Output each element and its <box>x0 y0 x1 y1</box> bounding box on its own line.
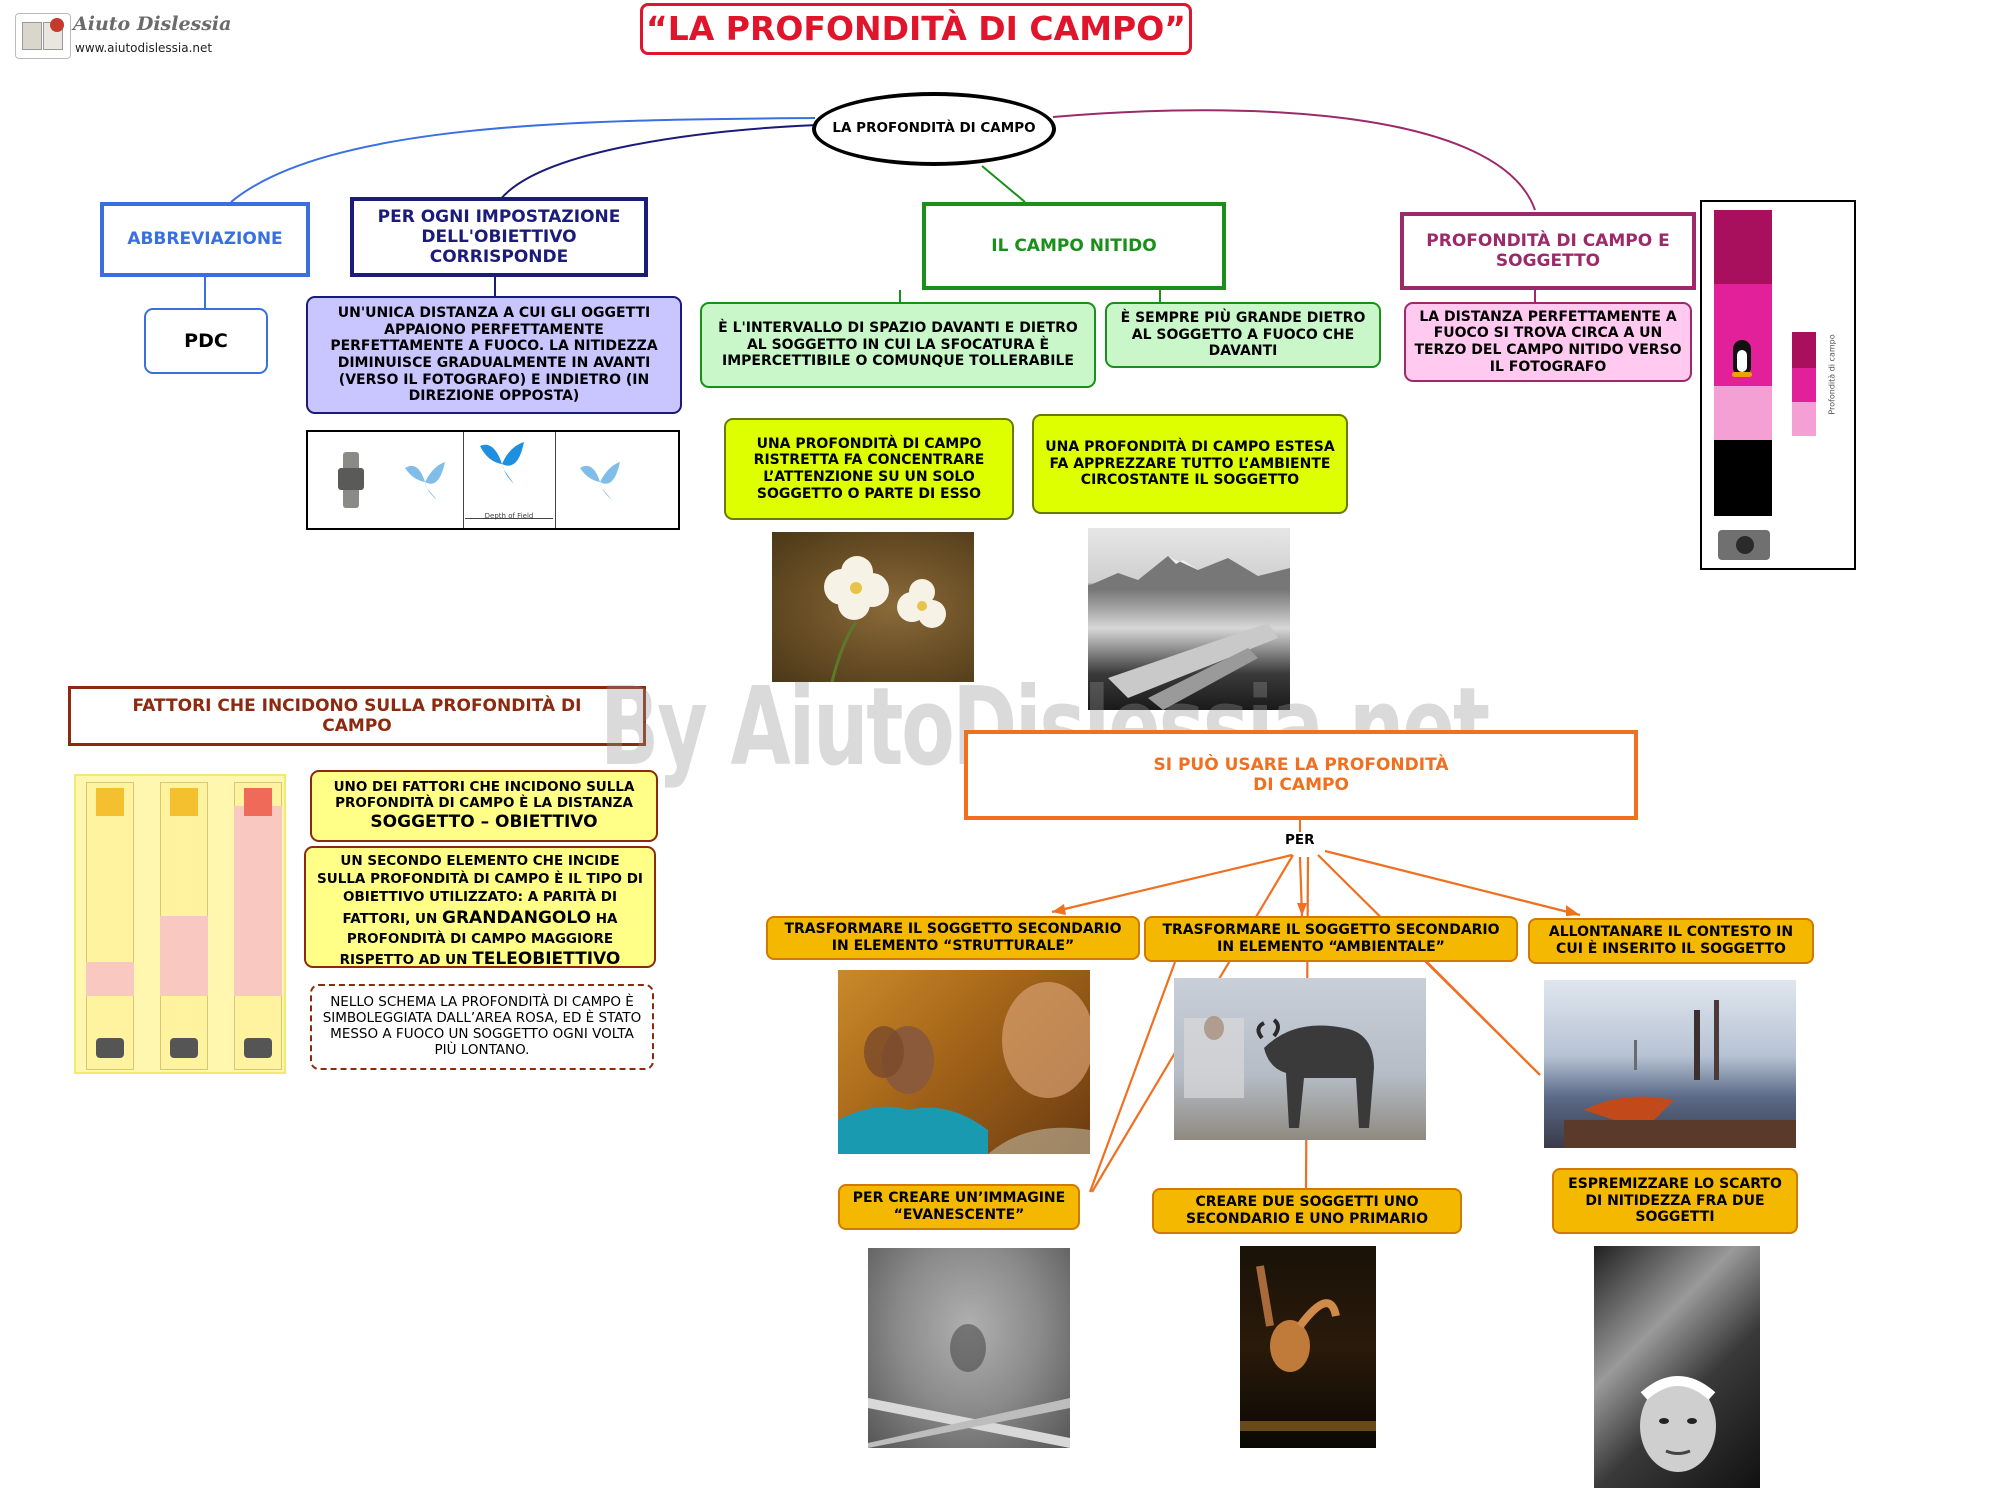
central-node[interactable]: LA PROFONDITÀ DI CAMPO <box>812 92 1056 166</box>
node-abbreviazione[interactable]: ABBREVIAZIONE <box>100 202 310 277</box>
penguin-icon <box>1730 340 1754 378</box>
node-pdc-estesa[interactable]: UNA PROFONDITÀ DI CAMPO ESTESA FA APPREZ… <box>1032 414 1348 514</box>
node-uso-ambientale[interactable]: TRASFORMARE IL SOGGETTO SECONDARIO IN EL… <box>1144 916 1518 962</box>
node-unica-distanza[interactable]: UN'UNICA DISTANZA A CUI GLI OGGETTI APPA… <box>306 296 682 414</box>
depth-of-field-diagram: Depth of Field <box>306 430 680 530</box>
node-fattore-obiettivo[interactable]: UN SECONDO ELEMENTO CHE INCIDE SULLA PRO… <box>304 846 656 969</box>
depth-bar-caption: Profondità di campo <box>1827 334 1837 415</box>
fattori-diagram <box>74 774 286 1074</box>
fattore-obiettivo-pre: UN SECONDO ELEMENTO CHE INCIDE SULLA PRO… <box>317 853 643 927</box>
logo-brand: Aiuto Dislessia <box>73 13 232 35</box>
node-uso-evanescente[interactable]: PER CREARE UN’IMMAGINE “EVANESCENTE” <box>838 1184 1080 1230</box>
node-uso-due-soggetti[interactable]: CREARE DUE SOGGETTI UNO SECONDARIO E UNO… <box>1152 1188 1462 1234</box>
photo-narcissus-flowers <box>772 532 974 682</box>
dof-caption: Depth of Field <box>484 512 534 520</box>
node-piu-grande-dietro[interactable]: È SEMPRE PIÙ GRANDE DIETRO AL SOGGETTO A… <box>1105 302 1381 368</box>
node-impostazione[interactable]: PER OGNI IMPOSTAZIONE DELL'OBIETTIVO COR… <box>350 197 648 277</box>
node-pdc-soggetto[interactable]: PROFONDITÀ DI CAMPO E SOGGETTO <box>1400 212 1696 290</box>
node-pdc-ristretta[interactable]: UNA PROFONDITÀ DI CAMPO RISTRETTA FA CON… <box>724 418 1014 520</box>
fattore-distanza-emph: SOGGETTO – OBIETTIVO <box>370 811 598 832</box>
node-uso-strutturale[interactable]: TRASFORMARE IL SOGGETTO SECONDARIO IN EL… <box>766 916 1140 960</box>
fattore-distanza-text: UNO DEI FATTORI CHE INCIDONO SULLA PROFO… <box>333 779 635 811</box>
fattore-obiettivo-teleobiettivo: TELEOBIETTIVO <box>472 948 621 969</box>
logo-url[interactable]: www.aiutodislessia.net <box>75 41 213 55</box>
node-pdc[interactable]: PDC <box>144 308 268 374</box>
node-si-puo-usare[interactable]: SI PUÒ USARE LA PROFONDITÀ DI CAMPO <box>964 730 1638 820</box>
photo-lake-boat <box>1544 980 1796 1148</box>
node-campo-nitido[interactable]: IL CAMPO NITIDO <box>922 202 1226 290</box>
node-fattore-distanza[interactable]: UNO DEI FATTORI CHE INCIDONO SULLA PROFO… <box>310 770 658 842</box>
site-logo: Aiuto Dislessia www.aiutodislessia.net <box>15 13 231 59</box>
node-terzo-campo[interactable]: LA DISTANZA PERFETTAMENTE A FUOCO SI TRO… <box>1404 302 1692 382</box>
node-nota-schema[interactable]: NELLO SCHEMA LA PROFONDITÀ DI CAMPO È SI… <box>310 984 654 1070</box>
fattore-obiettivo-mid: HA PROFONDITÀ DI CAMPO MAGGIORE RISPETTO… <box>339 910 618 968</box>
connector-per: PER <box>1285 832 1315 848</box>
node-intervallo-spazio[interactable]: È L'INTERVALLO DI SPAZIO DAVANTI E DIETR… <box>700 302 1096 388</box>
node-uso-allontanare[interactable]: ALLONTANARE IL CONTESTO IN CUI È INSERIT… <box>1528 918 1814 964</box>
photo-dancers <box>838 970 1090 1154</box>
photo-old-man-portrait <box>1594 1246 1760 1488</box>
butterfly-blur-icon <box>405 462 445 500</box>
node-uso-scarto-nitidezza[interactable]: ESPREMIZZARE LO SCARTO DI NITIDEZZA FRA … <box>1552 1168 1798 1234</box>
photo-evanescent-fence <box>868 1248 1070 1448</box>
fattore-obiettivo-grandangolo: GRANDANGOLO <box>442 907 592 928</box>
camera-icon <box>1718 530 1770 560</box>
butterfly-far-icon <box>580 462 620 500</box>
node-fattori[interactable]: FATTORI CHE INCIDONO SULLA PROFONDITÀ DI… <box>68 686 646 746</box>
page-title: “LA PROFONDITÀ DI CAMPO” <box>640 3 1192 55</box>
logo-image <box>15 13 71 59</box>
butterfly-sharp-icon <box>480 442 524 484</box>
photo-dancer-performer <box>1240 1246 1376 1448</box>
depth-bar-diagram: Profondità di campo <box>1700 200 1856 570</box>
photo-zebu-street <box>1174 978 1426 1140</box>
photo-lake-mountains <box>1088 528 1290 710</box>
